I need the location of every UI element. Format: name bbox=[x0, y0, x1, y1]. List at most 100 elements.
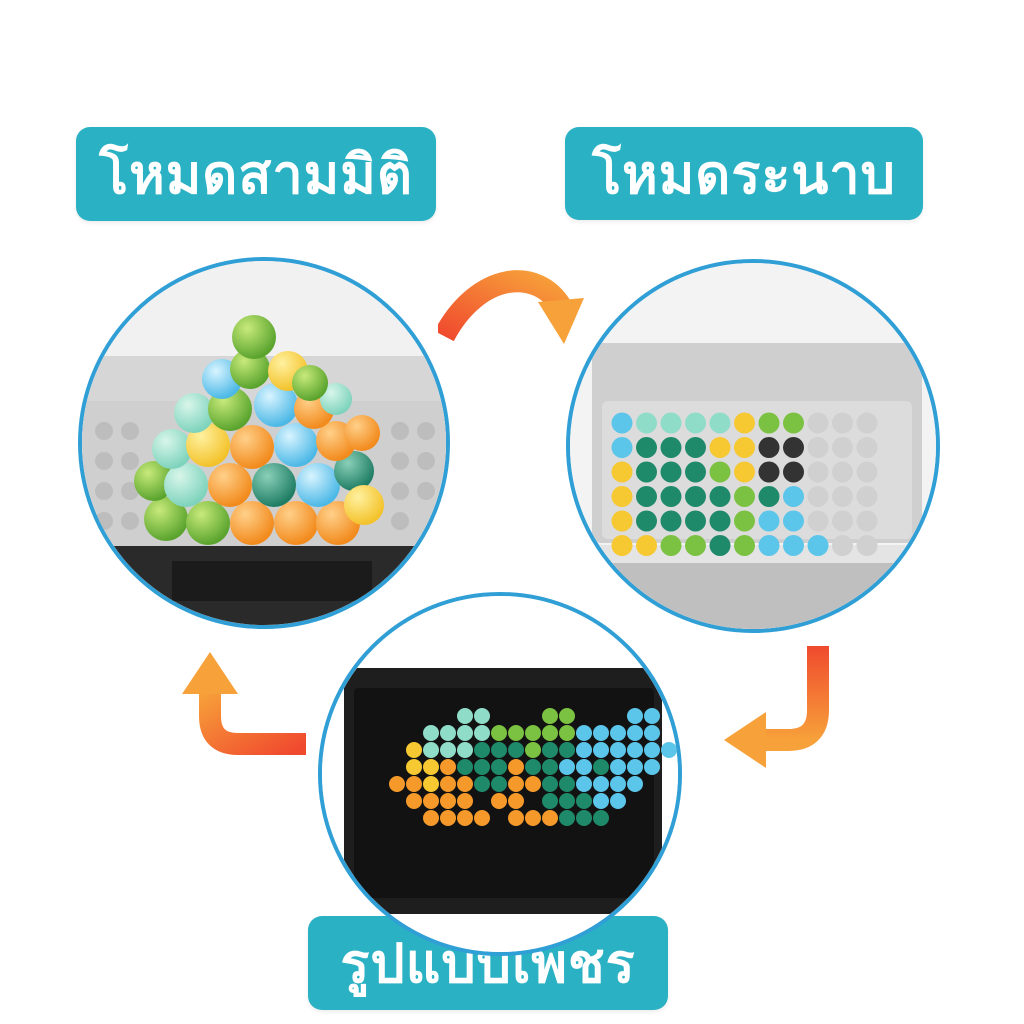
peg-ball bbox=[406, 793, 422, 809]
peg-ball bbox=[660, 461, 682, 483]
peg-ball bbox=[406, 759, 422, 775]
peg-ball bbox=[644, 708, 660, 724]
peg-ball bbox=[636, 510, 657, 532]
peg-ball bbox=[593, 793, 609, 809]
peg-ball bbox=[611, 510, 633, 532]
peg-ball bbox=[576, 725, 592, 741]
peg-ball bbox=[542, 776, 558, 792]
peg-ball bbox=[593, 725, 609, 741]
peg-ball bbox=[491, 742, 507, 758]
peg-ball bbox=[508, 776, 524, 792]
peg-ball bbox=[627, 742, 643, 758]
peg-ball bbox=[660, 437, 682, 458]
peg-ball bbox=[559, 725, 575, 741]
peg-ball bbox=[627, 759, 643, 775]
peg-ball bbox=[832, 437, 853, 458]
diamond-pattern-photo bbox=[318, 592, 682, 956]
peg-ball bbox=[559, 759, 575, 775]
peg-ball bbox=[783, 486, 804, 507]
peg-ball bbox=[856, 486, 878, 507]
peg-ball bbox=[661, 742, 677, 758]
peg-ball bbox=[758, 461, 780, 483]
peg-ball bbox=[685, 412, 706, 434]
peg-ball bbox=[685, 437, 706, 458]
peg-ball bbox=[636, 486, 657, 507]
peg-ball bbox=[709, 535, 731, 556]
peg-ball bbox=[457, 776, 473, 792]
peg-ball bbox=[508, 725, 524, 741]
peg-ball bbox=[576, 776, 592, 792]
peg-ball bbox=[440, 793, 456, 809]
peg-ball bbox=[508, 810, 524, 826]
peg-ball bbox=[611, 412, 633, 434]
mode-2d-label: โหมดระนาบ bbox=[565, 127, 923, 220]
peg-ball bbox=[807, 412, 829, 434]
peg-ball bbox=[491, 759, 507, 775]
peg-ball bbox=[832, 412, 853, 434]
peg-ball bbox=[559, 810, 575, 826]
peg-ball bbox=[525, 742, 541, 758]
peg-ball bbox=[542, 742, 558, 758]
peg-ball bbox=[685, 461, 706, 483]
curved-arrow-icon bbox=[438, 262, 588, 352]
peg-ball bbox=[423, 742, 439, 758]
peg-ball bbox=[610, 742, 626, 758]
peg-ball bbox=[807, 437, 829, 458]
peg-ball bbox=[685, 535, 706, 556]
peg-ball bbox=[644, 742, 660, 758]
peg-ball bbox=[636, 535, 657, 556]
peg-ball bbox=[457, 742, 473, 758]
peg-ball bbox=[758, 412, 780, 434]
peg-ball bbox=[636, 461, 657, 483]
peg-ball bbox=[758, 437, 780, 458]
peg-ball bbox=[832, 461, 853, 483]
peg-ball bbox=[576, 742, 592, 758]
peg-ball bbox=[832, 535, 853, 556]
peg-ball bbox=[406, 776, 422, 792]
peg-ball bbox=[685, 510, 706, 532]
peg-ball bbox=[627, 725, 643, 741]
peg-ball bbox=[611, 486, 633, 507]
peg-ball bbox=[525, 776, 541, 792]
peg-ball bbox=[709, 486, 731, 507]
peg-ball bbox=[440, 759, 456, 775]
peg-ball bbox=[576, 759, 592, 775]
curved-arrow-icon bbox=[168, 648, 308, 768]
peg-ball bbox=[423, 793, 439, 809]
peg-ball bbox=[636, 437, 657, 458]
peg-ball bbox=[807, 461, 829, 483]
peg-ball bbox=[758, 535, 780, 556]
curved-arrow-icon bbox=[718, 640, 848, 770]
peg-ball bbox=[709, 437, 731, 458]
peg-ball bbox=[660, 486, 682, 507]
peg-ball bbox=[423, 725, 439, 741]
peg-ball bbox=[709, 461, 731, 483]
peg-ball bbox=[758, 510, 780, 532]
peg-ball bbox=[856, 437, 878, 458]
peg-ball bbox=[457, 793, 473, 809]
peg-ball bbox=[559, 793, 575, 809]
peg-ball bbox=[783, 412, 804, 434]
peg-ball bbox=[610, 776, 626, 792]
peg-ball bbox=[559, 776, 575, 792]
peg-ball bbox=[734, 461, 755, 483]
peg-ball bbox=[783, 461, 804, 483]
peg-ball bbox=[457, 725, 473, 741]
peg-ball bbox=[734, 412, 755, 434]
peg-ball bbox=[709, 510, 731, 532]
peg-ball bbox=[807, 535, 829, 556]
peg-ball bbox=[423, 759, 439, 775]
peg-ball bbox=[611, 461, 633, 483]
peg-ball bbox=[593, 759, 609, 775]
peg-ball bbox=[440, 742, 456, 758]
peg-ball bbox=[491, 725, 507, 741]
peg-ball bbox=[610, 725, 626, 741]
peg-ball bbox=[758, 486, 780, 507]
peg-ball bbox=[457, 759, 473, 775]
peg-ball bbox=[685, 486, 706, 507]
peg-ball bbox=[440, 725, 456, 741]
pyramid-3d-photo bbox=[78, 257, 450, 629]
peg-ball bbox=[593, 742, 609, 758]
peg-ball bbox=[627, 776, 643, 792]
peg-ball bbox=[734, 510, 755, 532]
